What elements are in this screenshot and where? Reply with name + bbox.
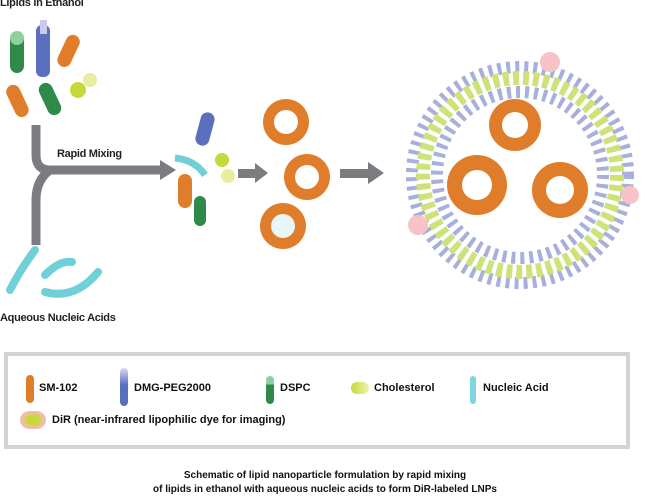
arrow-2 xyxy=(238,169,258,178)
label-rapid-mixing: Rapid Mixing xyxy=(57,148,122,160)
label-lipids-in-ethanol: Lipids in Ethanol xyxy=(0,0,84,9)
dspc-icon xyxy=(266,376,274,404)
dir-dye-icon xyxy=(20,411,46,429)
legend: SM-102 DMG-PEG2000 DSPC Cholesterol Nucl… xyxy=(4,352,630,449)
caption-line-1: Schematic of lipid nanoparticle formulat… xyxy=(183,470,467,481)
nucleic-acid-icon xyxy=(470,376,476,404)
nucleic-acid-strands xyxy=(6,246,102,298)
mixing-arrow xyxy=(31,125,165,245)
mixed-components xyxy=(174,112,235,226)
lipid-components xyxy=(6,20,97,117)
ionizable-lipid-icon xyxy=(26,375,34,403)
label-aqueous-nucleic-acids: Aqueous Nucleic Acids xyxy=(0,312,116,324)
caption-line-2: of lipids in ethanol with aqueous nuclei… xyxy=(153,484,497,495)
peg-lipid-icon xyxy=(120,368,128,406)
arrow-head-1 xyxy=(160,160,176,180)
arrow-3 xyxy=(340,169,370,178)
cholesterol-icon xyxy=(351,382,369,394)
lipid-nanoparticle xyxy=(406,52,639,289)
micelles xyxy=(260,99,330,249)
formulation-diagram xyxy=(6,20,639,298)
